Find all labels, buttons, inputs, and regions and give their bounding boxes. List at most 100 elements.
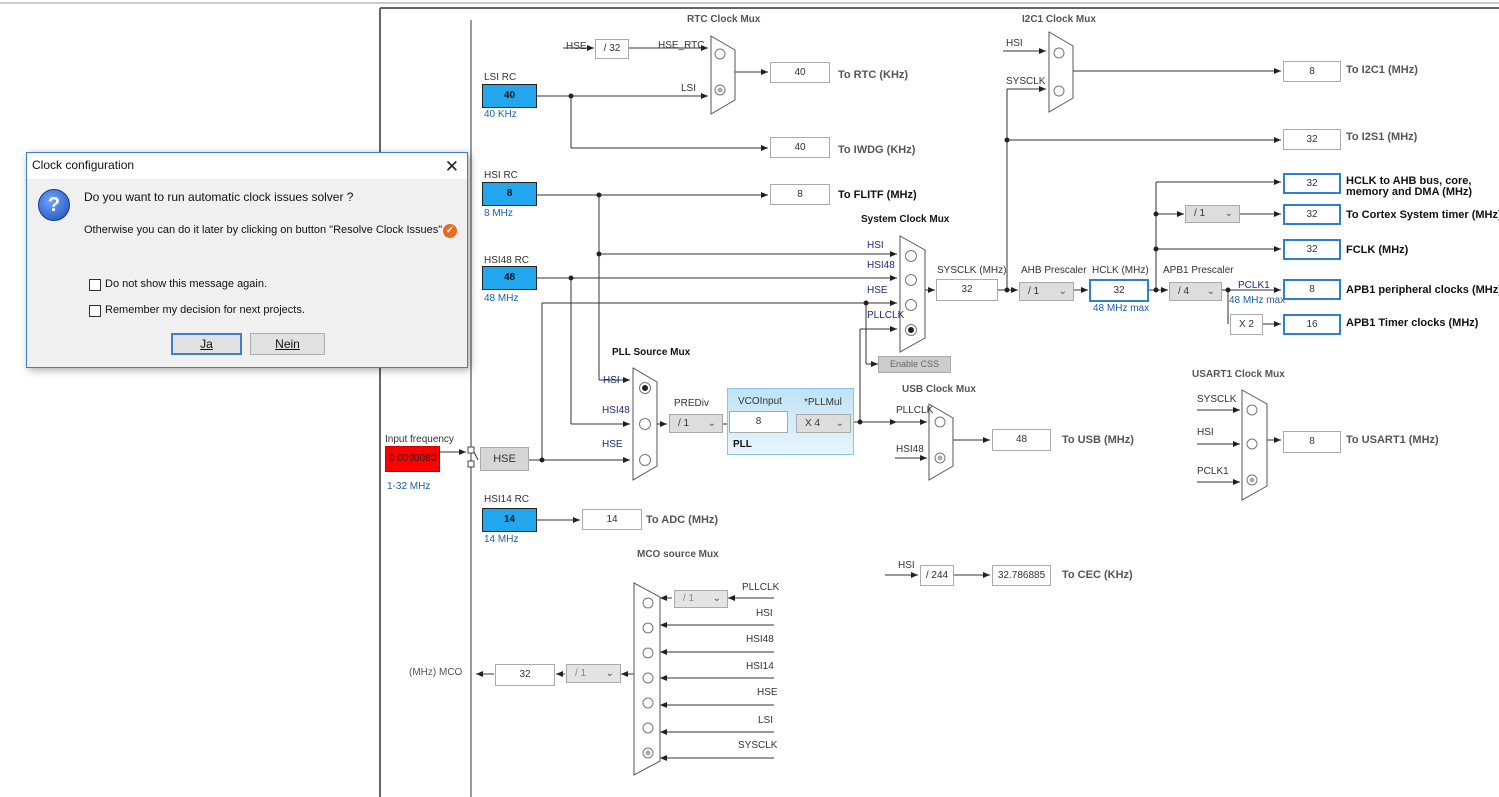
rtc-value: 40 <box>770 62 830 83</box>
hsi-rc-label: HSI RC <box>484 170 518 181</box>
mco-hsi-label: HSI <box>756 608 773 619</box>
adc-value: 14 <box>582 509 642 530</box>
vco-input-label: VCOInput <box>738 396 782 407</box>
sys-hse-label: HSE <box>867 285 888 296</box>
apb1-prescaler-value: / 4 <box>1178 286 1190 297</box>
hclk-value[interactable]: 32 <box>1089 279 1149 302</box>
mco-pll-divider-select[interactable]: / 1 ⌄ <box>674 590 728 608</box>
chevron-down-icon: ⌄ <box>1224 208 1233 219</box>
i2s1-output-label: To I2S1 (MHz) <box>1346 131 1418 143</box>
remember-decision-checkbox[interactable] <box>89 305 101 317</box>
input-frequency-label: Input frequency <box>385 434 454 445</box>
i2c1-mux-title: I2C1 Clock Mux <box>1022 14 1096 25</box>
dialog-titlebar: Clock configuration ✕ <box>27 153 467 179</box>
mco-lsi-label: LSI <box>758 715 774 726</box>
pll-mul-label: *PLLMul <box>804 397 842 408</box>
hsi-rc-freq: 8 MHz <box>484 208 513 219</box>
chevron-down-icon: ⌄ <box>712 593 721 604</box>
apb1-timer-multiplier: X 2 <box>1230 314 1263 335</box>
prediv-label: PREDiv <box>674 398 710 409</box>
mco-pllclk-label: PLLCLK <box>742 582 780 593</box>
prediv-select[interactable]: / 1 ⌄ <box>669 414 723 433</box>
rtc-output-label: To RTC (KHz) <box>838 69 909 81</box>
chevron-down-icon: ⌄ <box>1058 286 1067 297</box>
dialog-title: Clock configuration <box>32 158 135 172</box>
cec-divider: / 244 <box>920 565 954 586</box>
remember-decision-label: Remember my decision for next projects. <box>105 304 305 316</box>
cortex-timer-label: To Cortex System timer (MHz) <box>1346 209 1499 221</box>
rtc-hse-label: HSE <box>566 41 587 52</box>
mco-hse-label: HSE <box>757 687 778 698</box>
ahb-prescaler-label: AHB Prescaler <box>1021 265 1087 276</box>
mco-divider-select[interactable]: / 1 ⌄ <box>566 664 621 683</box>
pll-mul-select[interactable]: X 4 ⌄ <box>796 414 851 433</box>
mco-divider-value: / 1 <box>575 668 587 679</box>
usb-mux-title: USB Clock Mux <box>902 384 976 395</box>
input-frequency-range: 1-32 MHz <box>387 481 431 492</box>
mco-pll-divider-value: / 1 <box>683 593 695 604</box>
i2c1-output-label: To I2C1 (MHz) <box>1346 64 1418 76</box>
cortex-divider-select[interactable]: / 1 ⌄ <box>1185 205 1240 223</box>
system-mux-shape <box>899 235 926 353</box>
apb1-peripheral-value: 8 <box>1283 279 1341 300</box>
enable-css-button[interactable]: Enable CSS <box>878 356 951 373</box>
hse-rtc-divider[interactable]: / 32 <box>595 39 629 59</box>
hclk-ahb-value: 32 <box>1283 173 1341 194</box>
sys-pllclk-label: PLLCLK <box>867 310 905 321</box>
pll-mul-value: X 4 <box>805 418 821 429</box>
dialog-question: Do you want to run automatic clock issue… <box>84 190 354 204</box>
chevron-down-icon: ⌄ <box>707 418 716 429</box>
close-icon[interactable]: ✕ <box>444 157 459 176</box>
pll-src-hsi-label: HSI <box>603 375 620 386</box>
yes-button[interactable]: Ja <box>171 333 242 355</box>
usb-value: 48 <box>992 429 1051 451</box>
cortex-divider-value: / 1 <box>1194 208 1206 219</box>
apb1-max: 48 MHz max <box>1229 295 1286 306</box>
clock-configuration-dialog: Clock configuration ✕ ? Do you want to r… <box>26 152 468 368</box>
flitf-value: 8 <box>770 184 830 205</box>
mco-output-label: (MHz) MCO <box>409 667 463 678</box>
chevron-down-icon: ⌄ <box>605 668 614 679</box>
apb1-timer-label: APB1 Timer clocks (MHz) <box>1346 317 1479 329</box>
no-button[interactable]: Nein <box>250 333 325 355</box>
ahb-prescaler-select[interactable]: / 1⌄ <box>1019 282 1074 301</box>
hclk-label: HCLK (MHz) <box>1092 265 1149 276</box>
chevron-down-icon: ⌄ <box>1206 286 1215 297</box>
pll-source-mux-title: PLL Source Mux <box>612 347 691 358</box>
cec-value: 32.786885 <box>992 565 1051 586</box>
lsi-rc-label: LSI RC <box>484 72 517 83</box>
flitf-output-label: To FLITF (MHz) <box>838 189 917 201</box>
cortex-timer-value: 32 <box>1283 204 1341 225</box>
hse-block[interactable]: HSE <box>480 447 529 471</box>
lsi-rc-value[interactable]: 40 <box>482 84 537 108</box>
cec-hsi-label: HSI <box>898 560 915 571</box>
chevron-down-icon: ⌄ <box>835 418 844 429</box>
do-not-show-checkbox[interactable] <box>89 279 101 291</box>
mco-value: 32 <box>495 664 555 686</box>
question-icon: ? <box>38 189 70 221</box>
cec-output-label: To CEC (KHz) <box>1062 569 1133 581</box>
apb1-peripheral-label: APB1 peripheral clocks (MHz) <box>1346 284 1499 296</box>
i2c1-hsi-label: HSI <box>1006 38 1023 49</box>
usart1-output-label: To USART1 (MHz) <box>1346 434 1439 446</box>
input-frequency-field[interactable]: 0.0000080 <box>385 446 440 472</box>
lsi-rc-freq: 40 KHz <box>484 109 517 120</box>
hsi48-rc-freq: 48 MHz <box>484 293 519 304</box>
hsi14-rc-value[interactable]: 14 <box>482 508 537 532</box>
rtc-lsi-label: LSI <box>681 83 697 94</box>
hsi-rc-value[interactable]: 8 <box>482 182 537 206</box>
hsi48-rc-value[interactable]: 48 <box>482 266 537 290</box>
rtc-mux-title: RTC Clock Mux <box>687 14 761 25</box>
prediv-value: / 1 <box>678 418 690 429</box>
usart-pclk1-label: PCLK1 <box>1197 466 1229 477</box>
pll-label: PLL <box>733 439 752 450</box>
usart1-mux-title: USART1 Clock Mux <box>1192 369 1285 380</box>
sys-hsi-label: HSI <box>867 240 884 251</box>
sysclk-value[interactable]: 32 <box>936 279 998 301</box>
apb1-prescaler-select[interactable]: / 4 ⌄ <box>1169 282 1222 301</box>
i2s1-value: 32 <box>1283 129 1341 150</box>
i2c1-value: 8 <box>1283 61 1341 82</box>
usart-hsi-label: HSI <box>1197 427 1214 438</box>
